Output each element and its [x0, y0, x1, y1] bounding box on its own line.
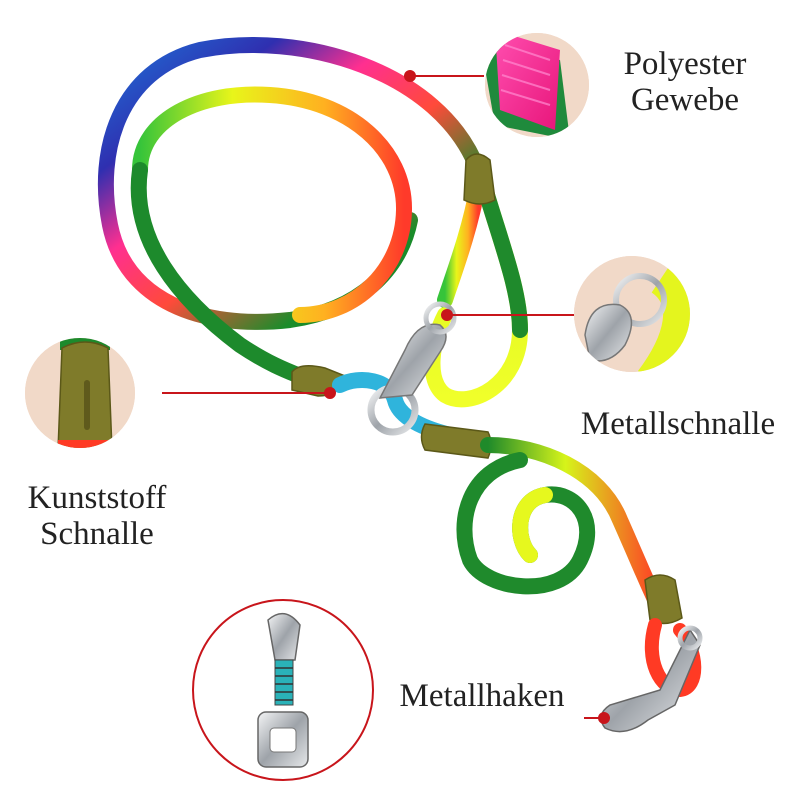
metal-ring-bottom	[677, 625, 703, 651]
callout-lines	[162, 70, 610, 724]
zoom-circle-kunststoff	[25, 338, 135, 448]
label-kunststoff-line2: Schnalle	[40, 516, 154, 552]
leash-outer-loop	[97, 37, 486, 330]
label-kunststoff-line1: Kunststoff	[27, 480, 167, 516]
label-metallschnalle-line1: Metallschnalle	[580, 406, 776, 442]
leash-lower-yellow	[512, 487, 553, 563]
label-metallschnalle: Metallschnalle	[562, 406, 794, 442]
leash-inner-loop	[132, 86, 413, 323]
leash-strand-left	[130, 162, 313, 386]
label-metallhaken-line1: Metallhaken	[399, 678, 565, 714]
plastic-sleeve-right	[420, 423, 492, 459]
plastic-sleeve-top	[463, 153, 496, 205]
label-polyester-line1: Polyester	[623, 46, 747, 82]
metal-ring-handle	[423, 301, 457, 335]
label-polyester-gewebe: Polyester Gewebe	[600, 46, 770, 118]
label-polyester-line2: Gewebe	[630, 82, 740, 118]
label-metallhaken: Metallhaken	[380, 678, 584, 714]
metal-clip-center	[378, 323, 447, 399]
leash-green-section	[476, 177, 528, 338]
label-kunststoff-schnalle: Kunststoff Schnalle	[6, 480, 188, 552]
hook-circle-metallhaken	[192, 599, 374, 781]
zoom-circle-metallschnalle	[574, 256, 690, 372]
metal-hook-bottom	[600, 628, 701, 733]
zoom-circle-polyester	[485, 33, 589, 137]
plastic-sleeve-bottom	[644, 574, 683, 625]
